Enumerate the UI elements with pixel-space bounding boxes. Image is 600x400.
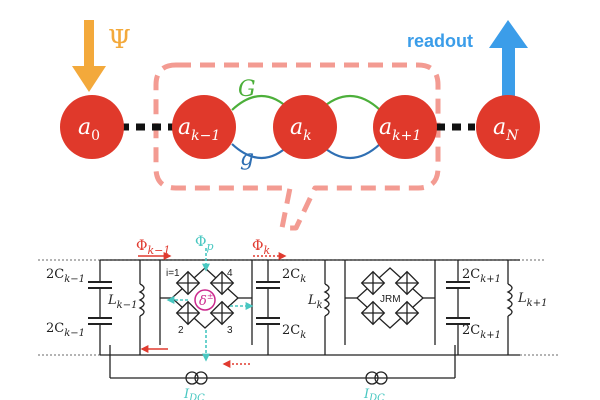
cap-label-top-left: 2Ck−1 <box>46 267 85 285</box>
junction-label-1: i=1 <box>166 268 180 279</box>
mode-node-label: aN <box>493 115 519 144</box>
coupling-g-label: g <box>240 146 254 171</box>
mode-node-a0: a0 <box>60 95 124 159</box>
mode-node-ak: ak <box>273 95 337 159</box>
mode-node-ak-minus-1: ak−1 <box>172 95 236 159</box>
coupling-G-label: G <box>238 77 256 102</box>
flux-label-right: Φk <box>252 238 270 257</box>
circuit-schematic <box>38 259 560 385</box>
mode-node-label: ak−1 <box>178 115 220 144</box>
delta-label: δ± <box>199 292 214 309</box>
jrm-label: JRM <box>380 294 401 305</box>
ind-label-left: Lk−1 <box>107 293 137 311</box>
readout-arrow <box>489 20 528 98</box>
flux-label-left: Φk−1 <box>136 238 170 257</box>
junction-label-4: 4 <box>227 268 233 279</box>
dashed-enclosure <box>153 62 441 231</box>
mode-node-label: a0 <box>78 115 100 144</box>
psi-input-arrow <box>72 20 106 92</box>
delta-loop-icon <box>194 289 216 311</box>
mode-node-ak-plus-1: ak+1 <box>373 95 437 159</box>
mode-node-label: ak <box>290 115 312 144</box>
psi-label: Ψ <box>108 25 131 55</box>
cap-label-bottom-mid: 2Ck <box>282 323 306 341</box>
cap-label-bottom-left: 2Ck−1 <box>46 321 85 339</box>
junction-label-2: 2 <box>178 325 184 336</box>
cap-label-bottom-right: 2Ck+1 <box>462 323 501 341</box>
current-label-right: IDC <box>363 387 385 400</box>
current-label-left: IDC <box>183 387 205 400</box>
cap-label-top-mid: 2Ck <box>282 267 306 285</box>
ind-label-mid: Lk <box>307 293 323 311</box>
josephson-junctions <box>175 270 420 326</box>
mode-node-label: ak+1 <box>379 115 421 144</box>
junction-label-3: 3 <box>227 325 233 336</box>
cap-label-top-right: 2Ck+1 <box>462 267 501 285</box>
readout-label: readout <box>407 31 473 51</box>
ind-label-right: Lk+1 <box>517 291 547 309</box>
mode-node-aN: aN <box>476 95 540 159</box>
flux-label-pump: Φp <box>195 234 214 253</box>
